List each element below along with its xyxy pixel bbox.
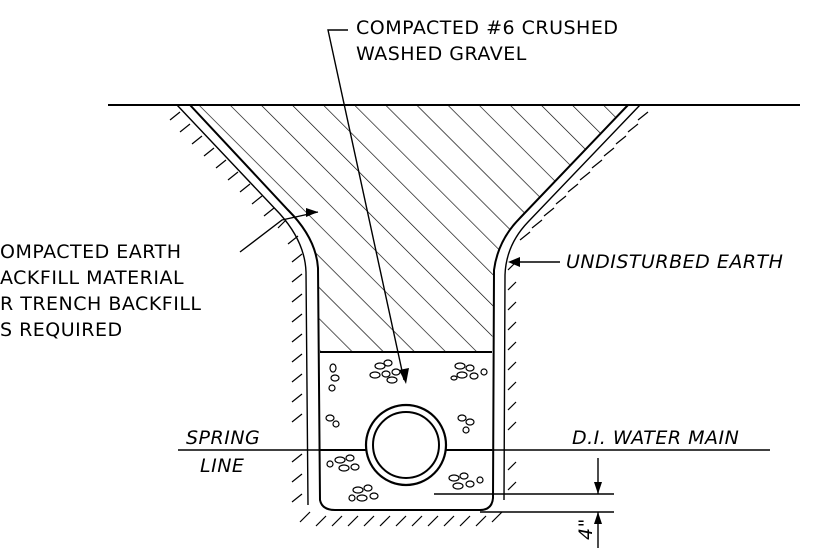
undisturbed-label: UNDISTURBED EARTH — [566, 251, 783, 273]
dimension-label: 4" — [575, 518, 597, 540]
undisturbed-leader-arrowhead — [508, 257, 520, 267]
water-main-pipe-inner — [372, 411, 440, 479]
gravel-stones — [325, 359, 488, 502]
trench-profile — [189, 104, 629, 511]
earth-label-line1: OMPACTED EARTH — [0, 241, 182, 263]
backfill-hatch-zone — [190, 105, 628, 352]
gravel-leader-arrowhead — [399, 368, 409, 384]
spring-label-line1: SPRING — [186, 427, 260, 449]
earth-leader-arrowhead — [306, 208, 318, 217]
earth-label-line4: S REQUIRED — [0, 319, 123, 341]
water-main-label: D.I. WATER MAIN — [572, 427, 739, 449]
earth-label-line2: ACKFILL MATERIAL — [0, 267, 184, 289]
trench-outer-profile-right — [503, 104, 641, 501]
dimension-arrowhead-top — [594, 482, 602, 494]
gravel-label-line2: WASHED GRAVEL — [356, 43, 527, 65]
gravel-leader — [327, 29, 405, 381]
undisturbed-earth-ticks — [169, 111, 649, 527]
trench-outer-profile — [176, 104, 309, 506]
spring-label-line2: LINE — [200, 455, 244, 477]
gravel-label-line1: COMPACTED #6 CRUSHED — [356, 17, 618, 39]
earth-label-line3: R TRENCH BACKFILL — [0, 293, 202, 315]
dimension-arrowhead-bottom — [594, 512, 602, 524]
